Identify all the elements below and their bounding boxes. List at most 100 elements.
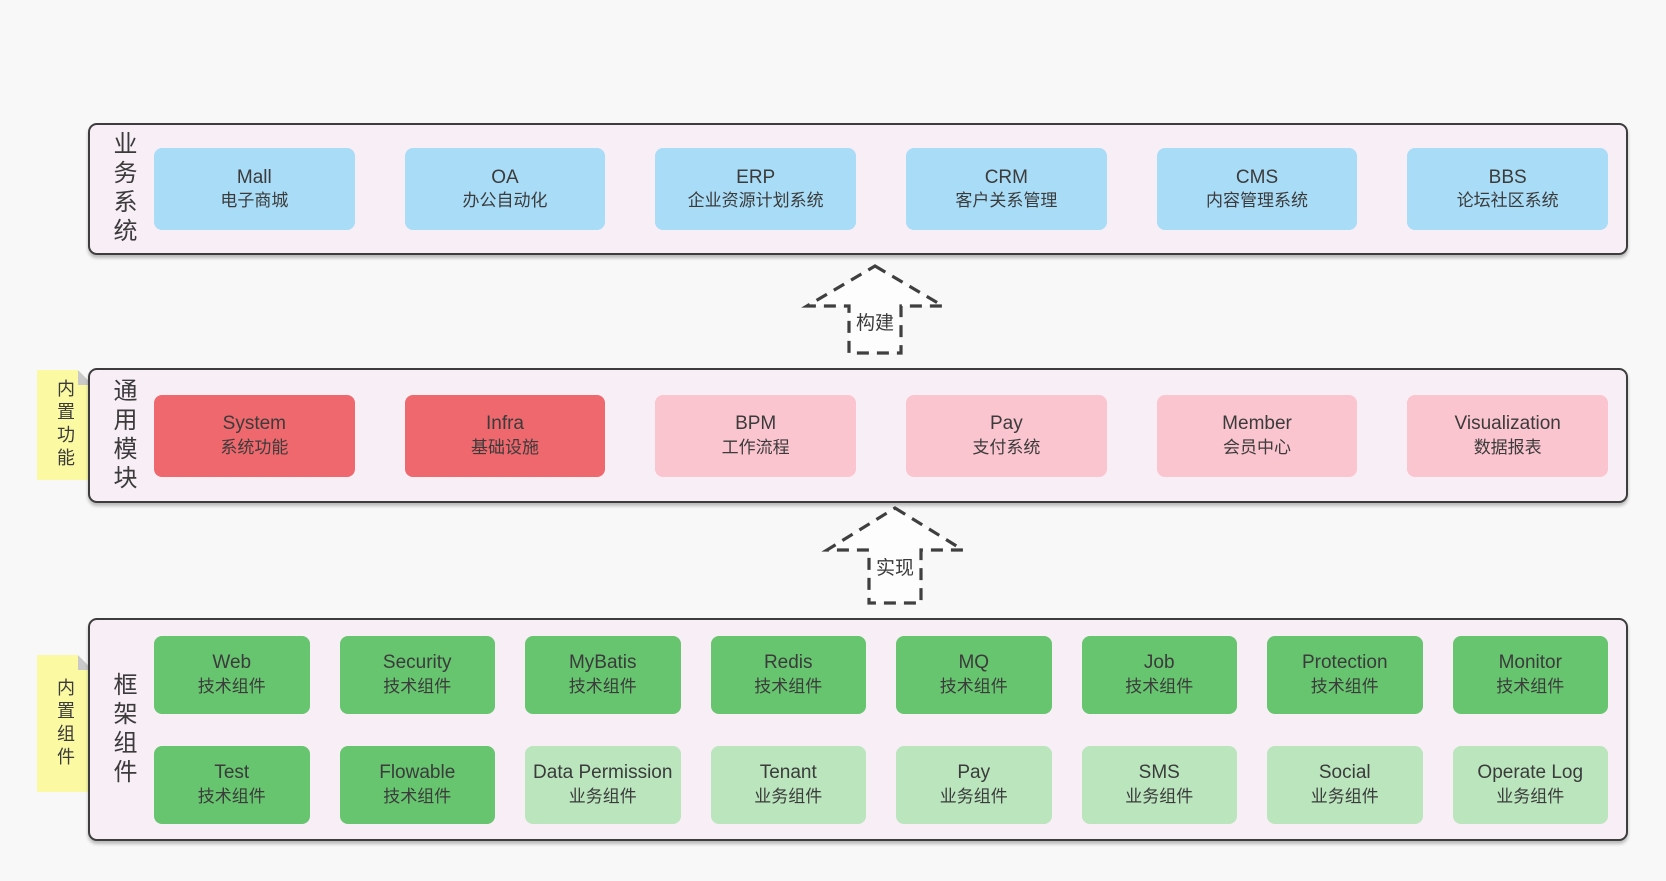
- box-title: Monitor: [1498, 652, 1562, 674]
- box-title: SMS: [1138, 762, 1180, 784]
- implement-arrow: 实现: [821, 506, 969, 605]
- box-bpm: BPM 工作流程: [655, 394, 857, 477]
- box-erp: ERP 企业资源计划系统: [655, 148, 857, 230]
- layer-business-systems-panel: 业务系统 Mall 电子商城 OA 办公自动化 ERP 企业资源计划系统 CRM…: [88, 123, 1628, 255]
- box-subtitle: 技术组件: [197, 786, 266, 806]
- box-title: CMS: [1235, 166, 1279, 188]
- layer-common-modules-panel: 通用模块 System 系统功能 Infra 基础设施 BPM 工作流程 Pay…: [88, 368, 1628, 503]
- box-subtitle: 业务组件: [568, 786, 637, 806]
- row-label-text: 业务系统: [109, 131, 136, 247]
- note-text: 内置功能: [55, 379, 75, 471]
- box-pay-biz: Pay 业务组件: [896, 745, 1052, 824]
- box-title: Infra: [485, 413, 525, 435]
- box-data-permission: Data Permission 业务组件: [525, 745, 681, 824]
- box-job: Job 技术组件: [1081, 635, 1237, 714]
- box-title: ERP: [736, 166, 776, 188]
- box-flowable: Flowable 技术组件: [339, 745, 495, 824]
- box-subtitle: 技术组件: [197, 676, 266, 696]
- box-subtitle: 基础设施: [471, 437, 539, 457]
- box-redis: Redis 技术组件: [710, 635, 866, 714]
- box-oa: OA 办公自动化: [404, 148, 606, 230]
- business-systems-boxes: Mall 电子商城 OA 办公自动化 ERP 企业资源计划系统 CRM 客户关系…: [154, 125, 1626, 253]
- box-web: Web 技术组件: [154, 635, 310, 714]
- box-test: Test 技术组件: [154, 745, 310, 824]
- box-title: Visualization: [1454, 413, 1561, 435]
- build-arrow: 构建: [801, 264, 949, 355]
- box-subtitle: 客户关系管理: [955, 191, 1058, 211]
- box-title: Member: [1222, 413, 1292, 435]
- box-title: Redis: [763, 652, 813, 674]
- sticky-note-builtin-features: 内置功能: [37, 370, 93, 480]
- box-protection: Protection 技术组件: [1267, 635, 1423, 714]
- row-label-text: 通用模块: [109, 377, 136, 494]
- box-title: MQ: [958, 652, 990, 674]
- box-subtitle: 技术组件: [1496, 676, 1565, 696]
- box-subtitle: 办公自动化: [462, 191, 548, 211]
- box-title: Test: [214, 762, 250, 784]
- box-subtitle: 技术组件: [383, 676, 452, 696]
- box-visualization: Visualization 数据报表: [1407, 394, 1609, 477]
- box-title: Job: [1143, 652, 1175, 674]
- arrow-label: 实现: [876, 557, 914, 579]
- arrow-label: 构建: [856, 312, 894, 334]
- box-operate-log: Operate Log 业务组件: [1452, 745, 1608, 824]
- box-title: Security: [382, 652, 452, 674]
- box-pay: Pay 支付系统: [906, 394, 1107, 477]
- arrow-outline: [801, 264, 949, 355]
- box-subtitle: 技术组件: [568, 676, 637, 696]
- box-mall: Mall 电子商城: [154, 148, 355, 230]
- row-label-text: 框架组件: [109, 671, 136, 788]
- common-modules-boxes: System 系统功能 Infra 基础设施 BPM 工作流程 Pay 支付系统…: [154, 370, 1626, 501]
- box-title: MyBatis: [568, 652, 637, 674]
- box-title: Tenant: [759, 762, 817, 784]
- box-member: Member 会员中心: [1156, 394, 1358, 477]
- layer-framework-components-panel: 框架组件 Web 技术组件 Security 技术组件 MyBatis 技术组件…: [88, 618, 1628, 841]
- box-title: Protection: [1301, 652, 1388, 674]
- box-tenant: Tenant 业务组件: [710, 745, 866, 824]
- row-label-business-systems: 业务系统: [90, 125, 154, 253]
- box-title: Data Permission: [533, 762, 673, 784]
- box-infra: Infra 基础设施: [404, 394, 606, 477]
- box-monitor: Monitor 技术组件: [1452, 635, 1608, 714]
- row-label-framework-components: 框架组件: [90, 620, 154, 839]
- box-bbs: BBS 论坛社区系统: [1407, 148, 1609, 230]
- box-subtitle: 业务组件: [1496, 786, 1565, 806]
- box-subtitle: 工作流程: [721, 437, 790, 457]
- box-subtitle: 企业资源计划系统: [687, 191, 824, 211]
- box-subtitle: 技术组件: [1310, 676, 1379, 696]
- box-system: System 系统功能: [154, 394, 355, 477]
- box-title: Web: [212, 652, 252, 674]
- framework-components-boxes: Web 技术组件 Security 技术组件 MyBatis 技术组件 Redi…: [154, 620, 1626, 839]
- box-subtitle: 技术组件: [383, 786, 452, 806]
- box-cms: CMS 内容管理系统: [1156, 148, 1358, 230]
- box-title: System: [222, 413, 287, 435]
- arrow-label-bg: [853, 310, 897, 335]
- box-title: BBS: [1488, 166, 1527, 188]
- box-crm: CRM 客户关系管理: [906, 148, 1107, 230]
- box-subtitle: 系统功能: [220, 437, 289, 457]
- components-row-2: Test 技术组件 Flowable 技术组件 Data Permission …: [154, 745, 1608, 824]
- box-title: BPM: [735, 413, 777, 435]
- box-subtitle: 电子商城: [220, 191, 289, 211]
- box-title: Mall: [236, 166, 272, 188]
- row-label-common-modules: 通用模块: [90, 370, 154, 501]
- box-title: Operate Log: [1477, 762, 1584, 784]
- arrow-label-bg: [873, 555, 917, 580]
- box-subtitle: 技术组件: [1125, 676, 1194, 696]
- box-subtitle: 技术组件: [939, 676, 1008, 696]
- sticky-note-builtin-components: 内置组件: [37, 655, 93, 792]
- box-title: Pay: [957, 762, 991, 784]
- box-security: Security 技术组件: [339, 635, 495, 714]
- components-row-1: Web 技术组件 Security 技术组件 MyBatis 技术组件 Redi…: [154, 635, 1608, 714]
- note-text: 内置组件: [55, 677, 75, 770]
- box-subtitle: 论坛社区系统: [1456, 191, 1559, 211]
- box-social: Social 业务组件: [1267, 745, 1423, 824]
- box-subtitle: 业务组件: [1310, 786, 1379, 806]
- box-subtitle: 业务组件: [754, 786, 823, 806]
- box-subtitle: 技术组件: [754, 676, 823, 696]
- box-title: CRM: [984, 166, 1028, 188]
- box-subtitle: 支付系统: [972, 437, 1041, 457]
- box-mybatis: MyBatis 技术组件: [525, 635, 681, 714]
- box-title: Social: [1318, 762, 1371, 784]
